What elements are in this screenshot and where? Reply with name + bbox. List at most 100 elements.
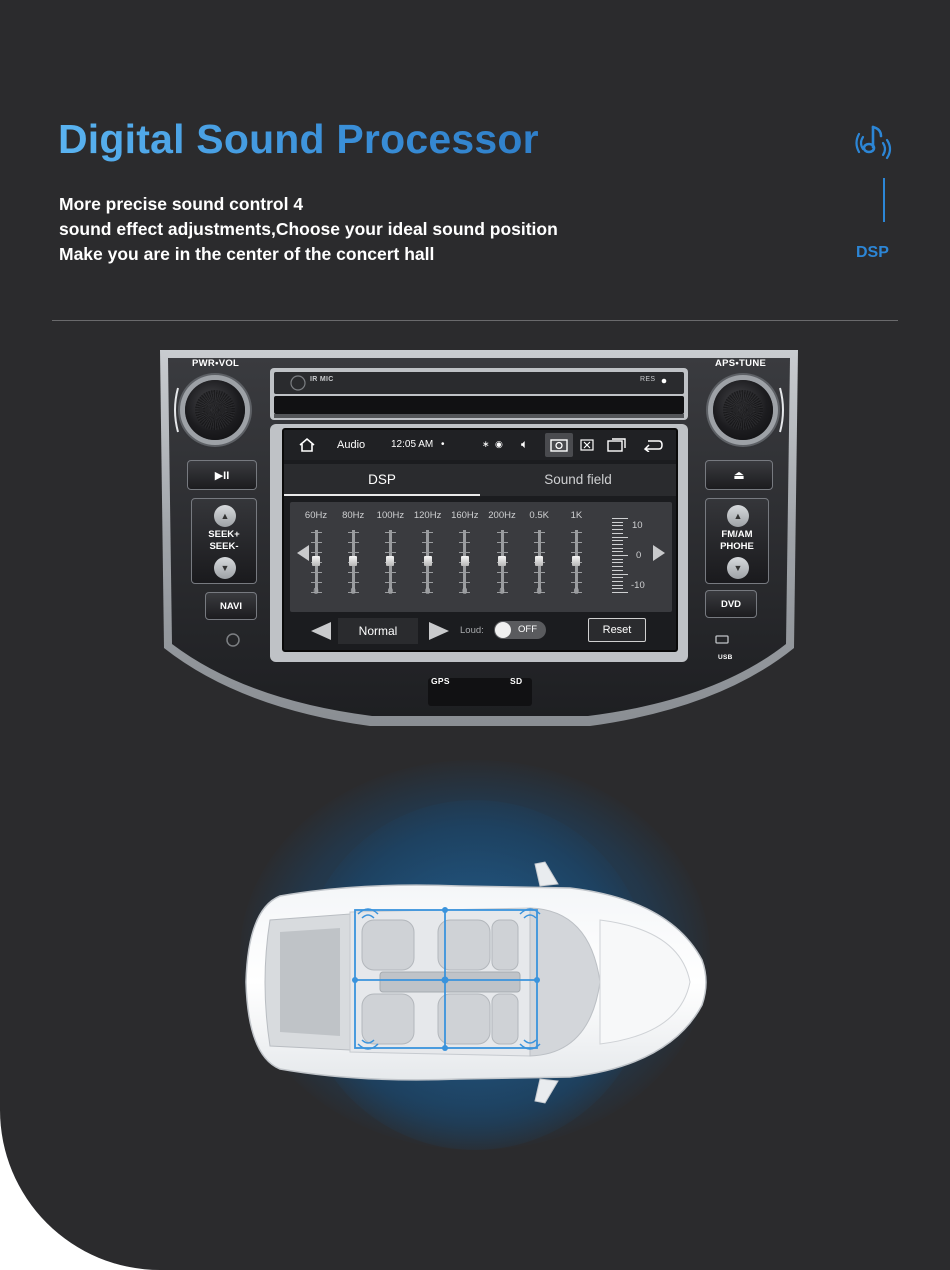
preset-prev-icon[interactable] bbox=[310, 621, 332, 641]
scale-tick bbox=[612, 551, 623, 553]
eq-band-label: 160Hz bbox=[451, 510, 479, 521]
fm-down-icon[interactable]: ▼ bbox=[727, 557, 749, 579]
eq-tick bbox=[310, 572, 322, 573]
eq-slider-thumb[interactable] bbox=[572, 556, 581, 566]
fm-am-rocker[interactable]: ▲ FM/AM PHOHE ▼ bbox=[705, 498, 769, 584]
eq-band-value: 0 bbox=[313, 586, 319, 597]
eq-tick bbox=[422, 582, 434, 583]
tab-sound-field[interactable]: Sound field bbox=[544, 472, 612, 487]
eq-tick bbox=[459, 582, 471, 583]
fm-up-icon[interactable]: ▲ bbox=[727, 505, 749, 527]
dsp-badge-label: DSP bbox=[856, 244, 889, 261]
scale-bottom: -10 bbox=[631, 580, 645, 591]
scale-tick bbox=[612, 569, 623, 571]
back-icon[interactable] bbox=[643, 438, 663, 452]
scale-tick bbox=[612, 580, 623, 582]
eq-tick bbox=[570, 552, 582, 553]
eq-tick bbox=[496, 552, 508, 553]
eq-tick bbox=[384, 552, 396, 553]
volume-knob[interactable] bbox=[185, 380, 245, 440]
subtitle-line-2: sound effect adjustments,Choose your ide… bbox=[59, 219, 558, 239]
seek-rocker[interactable]: ▲ SEEK+ SEEK- ▼ bbox=[191, 498, 257, 584]
eq-tick bbox=[459, 572, 471, 573]
eq-tick bbox=[347, 572, 359, 573]
sd-label: SD bbox=[510, 676, 523, 686]
navi-button[interactable]: NAVI bbox=[205, 592, 257, 620]
scale-tick bbox=[612, 543, 623, 545]
eq-tick bbox=[422, 552, 434, 553]
section-divider bbox=[52, 320, 898, 321]
eq-slider-thumb[interactable] bbox=[423, 556, 432, 566]
play-pause-button[interactable]: ▶II bbox=[187, 460, 257, 490]
subtitle-line-3: Make you are in the center of the concer… bbox=[59, 244, 435, 264]
eq-tick bbox=[496, 582, 508, 583]
scale-tick bbox=[612, 584, 623, 586]
eq-band-value: 0 bbox=[499, 586, 505, 597]
eq-tick bbox=[570, 592, 582, 593]
eq-tick bbox=[496, 542, 508, 543]
pwr-vol-label: PWR•VOL bbox=[192, 358, 240, 369]
eq-tick bbox=[310, 542, 322, 543]
eq-tick bbox=[384, 532, 396, 533]
loud-toggle[interactable]: OFF bbox=[494, 621, 546, 639]
page-title: Digital Sound Processor bbox=[58, 116, 539, 162]
eq-tick bbox=[384, 582, 396, 583]
reset-button[interactable]: Reset bbox=[588, 618, 646, 642]
seek-plus-label: SEEK+ bbox=[208, 529, 240, 540]
clock: 12:05 AM bbox=[391, 439, 434, 450]
recent-apps-icon[interactable] bbox=[607, 437, 627, 452]
eq-tick bbox=[310, 582, 322, 583]
eq-slider-thumb[interactable] bbox=[386, 556, 395, 566]
tab-dsp[interactable]: DSP bbox=[368, 472, 396, 487]
eq-slider-thumb[interactable] bbox=[535, 556, 544, 566]
toggle-knob bbox=[495, 622, 511, 638]
scale-tick bbox=[612, 558, 623, 560]
preset-next-icon[interactable] bbox=[428, 621, 450, 641]
eq-slider-thumb[interactable] bbox=[349, 556, 358, 566]
tab-bar: DSP Sound field bbox=[284, 464, 676, 496]
tune-knob[interactable] bbox=[713, 380, 773, 440]
scale-tick bbox=[612, 518, 628, 519]
dsp-screen: Audio 12:05 AM • ∗ ◉ 🔈︎ DSP Sound field bbox=[282, 428, 678, 652]
eq-tick bbox=[496, 572, 508, 573]
scale-tick bbox=[612, 577, 623, 579]
eq-tick bbox=[459, 552, 471, 553]
car-top-view-illustration bbox=[245, 861, 707, 1104]
preset-value: Normal bbox=[338, 618, 418, 644]
loud-label: Loud: bbox=[460, 625, 484, 636]
eq-tick bbox=[570, 532, 582, 533]
ir-mic-label: IR MIC bbox=[310, 376, 334, 383]
home-icon[interactable] bbox=[298, 437, 316, 453]
eq-tick bbox=[310, 532, 322, 533]
eject-button[interactable]: ⏏ bbox=[705, 460, 773, 490]
eq-tick bbox=[310, 552, 322, 553]
eq-slider-thumb[interactable] bbox=[312, 556, 320, 566]
camera-icon[interactable] bbox=[545, 433, 573, 457]
fm-am-label: FM/AM bbox=[721, 529, 753, 540]
eq-right-arrow-icon[interactable] bbox=[652, 544, 666, 562]
eq-band-value: 0 bbox=[462, 586, 468, 597]
eq-slider-thumb[interactable] bbox=[498, 556, 506, 566]
eq-band-label: 60Hz bbox=[304, 510, 328, 521]
scale-tick bbox=[612, 525, 623, 527]
eq-tick bbox=[570, 582, 582, 583]
badge-divider bbox=[883, 178, 885, 222]
eq-band-value: 0 bbox=[573, 586, 580, 597]
eq-band-value: 0 bbox=[424, 586, 431, 597]
scale-tick bbox=[612, 566, 623, 568]
loud-state: OFF bbox=[518, 624, 537, 635]
status-bar: Audio 12:05 AM • ∗ ◉ 🔈︎ bbox=[284, 430, 676, 460]
eq-band-label: 100Hz bbox=[376, 510, 405, 521]
eq-left-arrow-icon[interactable] bbox=[296, 544, 310, 562]
volume-icon[interactable]: 🔈︎ bbox=[521, 437, 529, 451]
close-window-icon[interactable] bbox=[580, 439, 594, 451]
scale-tick bbox=[612, 573, 628, 575]
eq-slider-thumb[interactable] bbox=[460, 556, 469, 566]
dvd-button[interactable]: DVD bbox=[705, 590, 757, 618]
seek-down-icon[interactable]: ▼ bbox=[214, 557, 236, 579]
preset-row: Normal Loud: OFF Reset bbox=[290, 616, 672, 646]
phone-label: PHOHE bbox=[720, 541, 754, 552]
seek-up-icon[interactable]: ▲ bbox=[214, 505, 236, 527]
